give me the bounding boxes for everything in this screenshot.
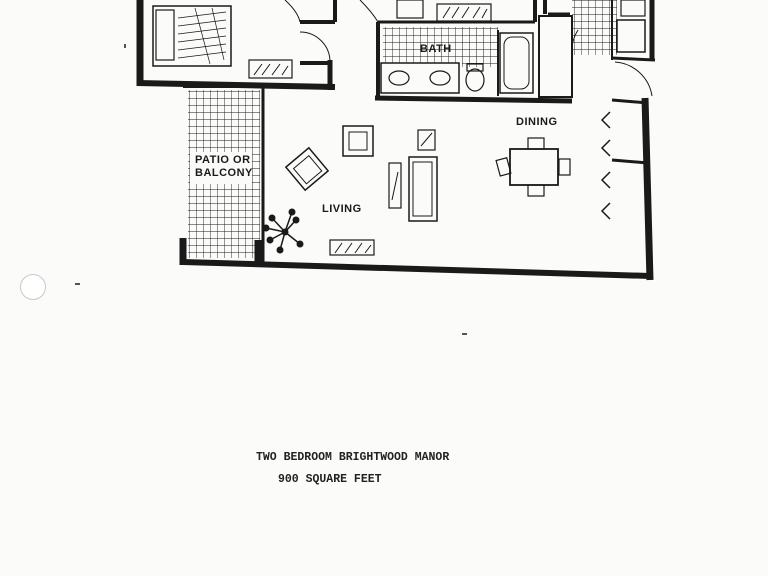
bed — [152, 5, 232, 67]
living-walls — [179, 84, 654, 281]
room-label-patio: PATIO OR — [195, 154, 251, 166]
room-label-bath: BATH — [420, 43, 452, 55]
plan-title: TWO BEDROOM BRIGHTWOOD MANOR — [256, 451, 450, 464]
scan-marks — [75, 44, 467, 335]
bedroom-area — [136, 0, 337, 90]
room-label-living: LIVING — [322, 203, 362, 215]
plan-area: 900 SQUARE FEET — [278, 473, 382, 486]
bath-room — [374, 0, 573, 104]
dresser — [248, 59, 293, 79]
living-furniture — [284, 125, 438, 256]
punch-hole — [20, 274, 46, 300]
room-label-dining: DINING — [516, 116, 558, 128]
dining-table — [495, 137, 571, 197]
plant-icon — [262, 208, 304, 254]
top-cabinet — [359, 0, 492, 23]
room-label-balcony: BALCONY — [195, 167, 253, 179]
kitchen-corner — [538, 0, 656, 98]
